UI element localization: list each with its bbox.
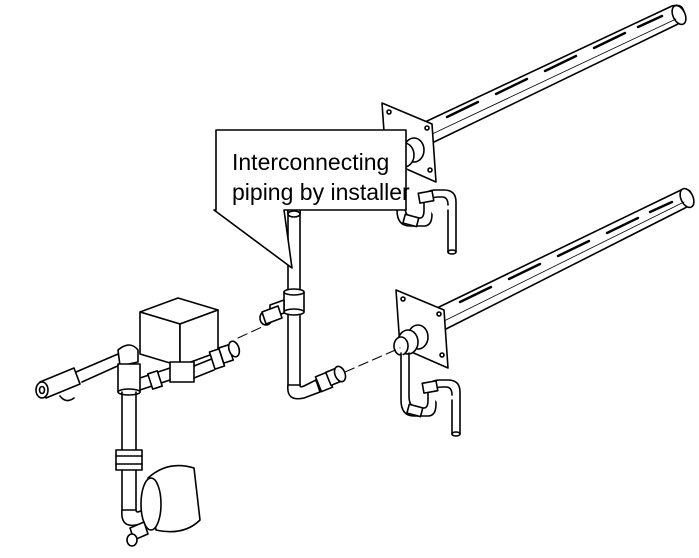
lower-tube-orifices <box>458 200 674 304</box>
actuator-box <box>139 297 219 367</box>
tee-fitting <box>259 288 305 326</box>
valve-actuator-assembly <box>139 297 241 391</box>
callout-line-1: Interconnecting <box>232 149 390 175</box>
lower-dispersion-tube <box>436 187 695 331</box>
upper-tube-orifices <box>445 14 664 119</box>
lower-inlet-fitting <box>393 324 429 356</box>
callout-line-2: piping by installer <box>232 179 410 205</box>
lower-drain-trap <box>400 352 461 437</box>
separator-canister <box>126 464 201 547</box>
callout-box <box>213 129 407 269</box>
steam-inlet-piping <box>35 344 153 527</box>
callout-label: Interconnecting piping by installer <box>232 147 472 207</box>
upper-dispersion-tube <box>424 4 687 144</box>
lower-union <box>314 365 347 393</box>
valve-union <box>208 340 241 370</box>
